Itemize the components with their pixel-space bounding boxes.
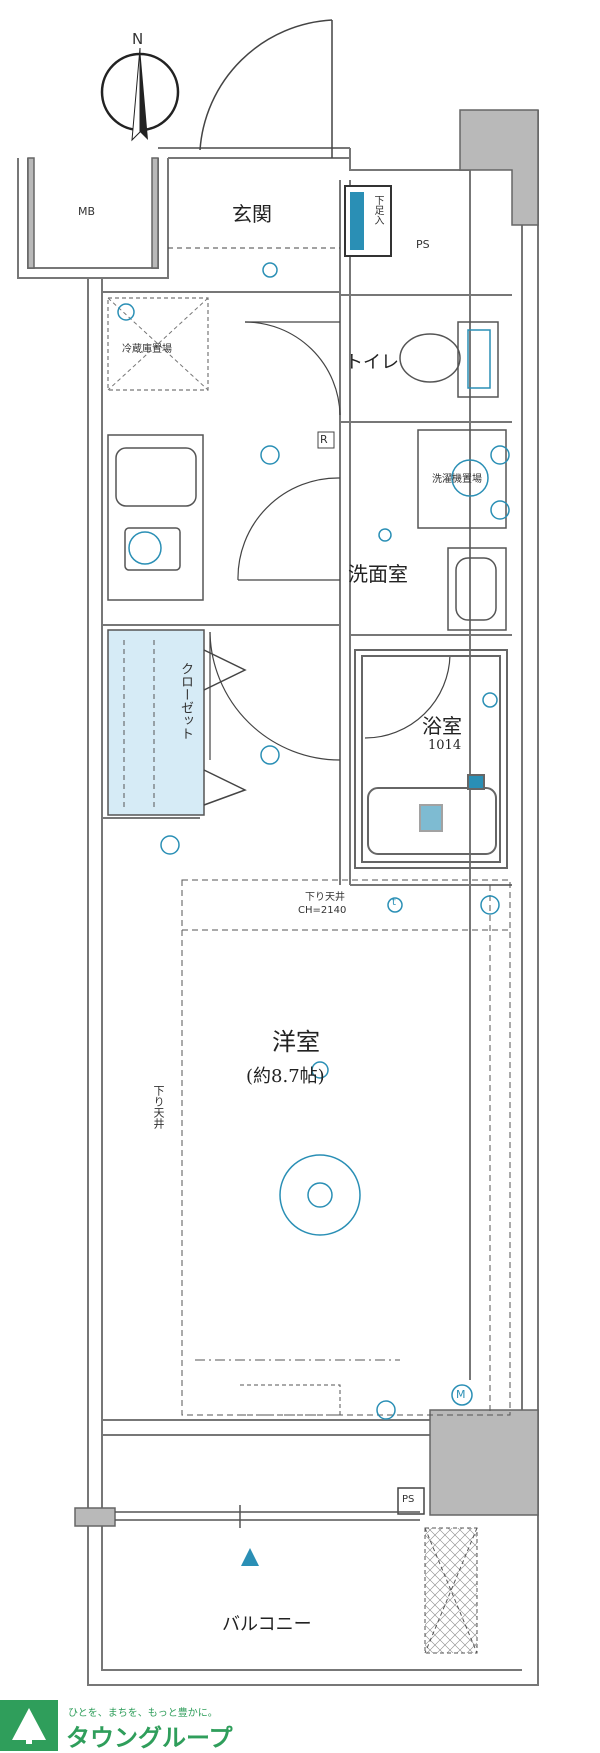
ceiling-note-1: 下り天井 [305,892,345,903]
ceiling-note-2: CH=2140 [298,905,347,916]
laundry-machine [417,429,507,529]
interior-walls [102,180,512,886]
m-mark: M [456,1388,466,1401]
interior-doors [209,321,451,761]
ps-bottom-label: PS [402,1494,415,1505]
washbasin [447,547,507,631]
r-mark-box [317,431,335,449]
outdoor-unit-area [424,1527,478,1654]
refrigerator-area [107,297,209,391]
closet-label: クローゼット [178,662,193,740]
shoe-cabinet [344,185,392,257]
compass-icon [100,47,180,142]
outer-walls [17,110,539,1686]
ceiling-outline [181,879,511,1416]
r-mark: R [320,433,328,446]
genkan-label: 玄関 [232,202,272,226]
toilet-label: トイレ [345,352,399,373]
balcony-window [115,1505,420,1528]
shoe-cabinet-label: 下足入 [372,195,383,225]
entrance-door [199,19,333,158]
ps-top-label: PS [416,238,430,251]
washroom-label: 洗面室 [348,562,408,586]
columns [27,109,539,1527]
bath-label: 浴室 [422,714,462,738]
entrance-arrow-icon [241,1548,259,1566]
closet [107,629,247,816]
western-room-label: 洋室 [272,1028,320,1056]
brand-logo-icon [0,1700,58,1751]
toilet [399,321,499,398]
brand-tagline: ひとを、まちを、もっと豊かに。 [68,1708,218,1719]
mb-label: MB [78,205,96,218]
brand-name: タウングループ [66,1724,233,1752]
compass-north-label: N [132,30,144,48]
refrigerator-area-label: 冷蔵庫置場 [122,344,172,355]
ps-box [397,1487,425,1515]
balcony-label: バルコニー [222,1614,312,1635]
equipment-symbols [117,262,510,1420]
bath-size-label: 1014 [428,738,462,753]
t-mark: t [392,897,396,908]
laundry-area-label: 洗濯機置場 [432,474,482,485]
bathroom [354,649,508,869]
western-room-size: (約8.7帖) [246,1066,325,1087]
ceiling-side-note: 下り天井 [152,1085,165,1129]
kitchen-counter [107,434,204,601]
